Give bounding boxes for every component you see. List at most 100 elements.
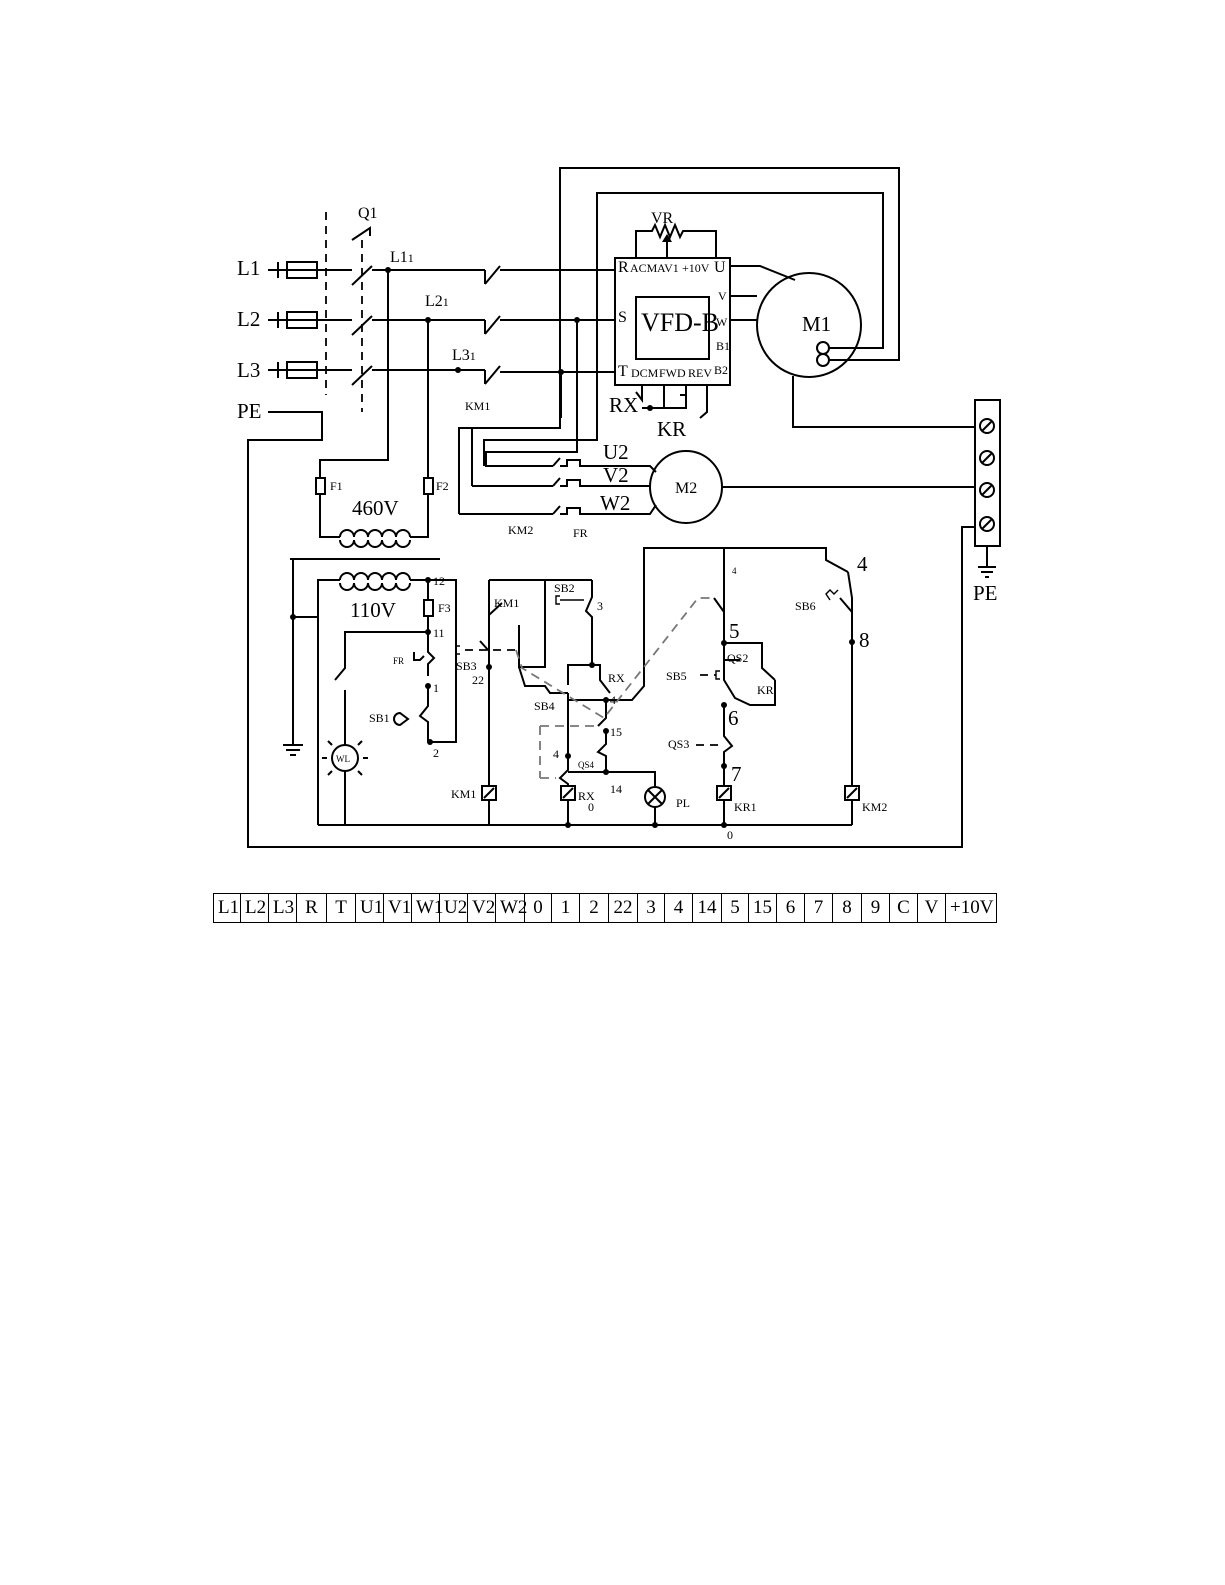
m2-km2-label: KM2	[508, 523, 533, 537]
vfd-w: W	[716, 315, 728, 329]
coil-km1-label: KM1	[451, 787, 476, 801]
terminal-cell: U2	[440, 894, 468, 922]
terminal-cell: C	[890, 894, 918, 922]
control-circuit: 12 11 FR 1 SB1 2 WL	[318, 547, 887, 842]
node-22: 22	[472, 673, 484, 687]
vfd-s: S	[618, 309, 627, 326]
node-14: 14	[610, 782, 622, 796]
terminal-cell: 14	[693, 894, 722, 922]
fuse-f1-label: F1	[330, 479, 343, 493]
vfd-block: VFD-B R ACM AV1 +10V U S V W B1 T DCM FW…	[614, 257, 731, 386]
terminal-cell: 8	[833, 894, 862, 922]
m2-u2-label: U2	[603, 440, 629, 464]
feedback-wire-inner	[483, 192, 884, 466]
node-0-rx: 0	[588, 800, 594, 814]
qs4-label: QS4	[578, 760, 595, 770]
vfd-dcm: DCM	[631, 366, 659, 380]
coil-kr1-label: KR1	[734, 800, 757, 814]
terminal-cell: 6	[777, 894, 805, 922]
terminal-cell: 4	[665, 894, 693, 922]
node-15: 15	[610, 725, 622, 739]
terminal-cell: W1	[412, 894, 443, 922]
km1-main-contacts: KM1	[465, 265, 615, 413]
motor-m2: M2 U2 V2 W2 KM2 FR	[508, 440, 975, 540]
node-4-top: 4	[732, 566, 737, 576]
terminal-cell: 22	[609, 894, 638, 922]
sb6-label: SB6	[795, 599, 816, 613]
terminal-cell: 15	[749, 894, 777, 922]
node-1: 1	[433, 681, 439, 695]
vfd-10v: +10V	[682, 261, 710, 275]
m2-u-feed	[485, 320, 578, 467]
kr-contact-label: KR	[757, 683, 774, 697]
terminal-cell: W2	[496, 894, 527, 922]
m1-label: M1	[802, 312, 831, 336]
motor-m1: M1	[730, 265, 975, 428]
transformer: F1 F2 460V 110V F3	[283, 270, 451, 825]
secondary-label: 110V	[350, 598, 396, 622]
vfd-b1: B1	[716, 339, 730, 353]
terminal-cell: 9	[862, 894, 890, 922]
supply-l3-label: L3	[237, 358, 260, 382]
vr-label: VR	[651, 210, 674, 227]
supply-fuses	[268, 212, 345, 395]
kr-io-label: KR	[657, 417, 686, 441]
vfd-r: R	[618, 259, 629, 276]
vfd-v: V	[718, 289, 727, 303]
terminal-cell: +10V	[950, 897, 994, 918]
rx-io-label: RX	[609, 393, 638, 417]
terminal-cell: L3	[269, 894, 297, 922]
sb2-label: SB2	[554, 581, 575, 595]
coil-rx-label: RX	[578, 789, 595, 803]
fr-contact-label: FR	[393, 656, 404, 666]
m2-fr-label: FR	[573, 526, 588, 540]
pe-wire	[247, 411, 975, 848]
electrical-schematic: L1 L2 L3 PE Q1 L11 L21 L	[237, 167, 1001, 848]
qs2-label: QS2	[727, 651, 748, 665]
terminal-cell: V2	[468, 894, 496, 922]
bus-l31-label: L31	[452, 347, 476, 364]
supply-l2-label: L2	[237, 307, 260, 331]
qs3-label: QS3	[668, 737, 689, 751]
fuse-f3-label: F3	[438, 601, 451, 615]
terminal-cell: 1	[552, 894, 580, 922]
terminal-cell: 7	[805, 894, 833, 922]
bus-l11-label: L11	[390, 249, 414, 266]
terminal-cell: 2	[580, 894, 609, 922]
node-3: 3	[597, 599, 603, 613]
node-7: 7	[731, 762, 742, 786]
terminal-cell: U1	[356, 894, 384, 922]
node-0-bottom: 0	[727, 828, 733, 842]
node-8: 8	[859, 628, 870, 652]
node-5: 5	[729, 619, 740, 643]
node-2: 2	[433, 746, 439, 760]
sb4-label: SB4	[534, 699, 555, 713]
vfd-io-contacts: RX KR	[609, 385, 708, 441]
terminal-cell: 0	[525, 894, 552, 922]
supply-l1-label: L1	[237, 256, 260, 280]
terminal-cell: L1	[214, 894, 241, 922]
km1-aux-label: KM1	[494, 596, 519, 610]
sb1-label: SB1	[369, 711, 390, 725]
node-4-left: 4	[553, 747, 559, 761]
m2-label: M2	[675, 480, 697, 497]
wl-lamp-label: WL	[336, 754, 350, 764]
q1-label: Q1	[358, 205, 378, 222]
pl-lamp-label: PL	[676, 796, 690, 810]
terminal-cell: 5	[722, 894, 749, 922]
coil-km2-label: KM2	[862, 800, 887, 814]
vr-potentiometer: VR	[635, 210, 717, 258]
terminal-cell: V	[918, 894, 946, 922]
vfd-b2: B2	[714, 363, 728, 377]
sb5-label: SB5	[666, 669, 687, 683]
m2-v2-label: V2	[603, 463, 629, 487]
q1-breaker: Q1	[345, 205, 378, 412]
pe-block-label: PE	[973, 581, 998, 605]
terminal-cell: R	[297, 894, 327, 922]
vfd-t: T	[618, 363, 628, 380]
primary-label: 460V	[352, 496, 399, 520]
sb3-label: SB3	[456, 659, 477, 673]
rx-contact-label: RX	[608, 671, 625, 685]
vfd-fwd: FWD	[659, 366, 686, 380]
